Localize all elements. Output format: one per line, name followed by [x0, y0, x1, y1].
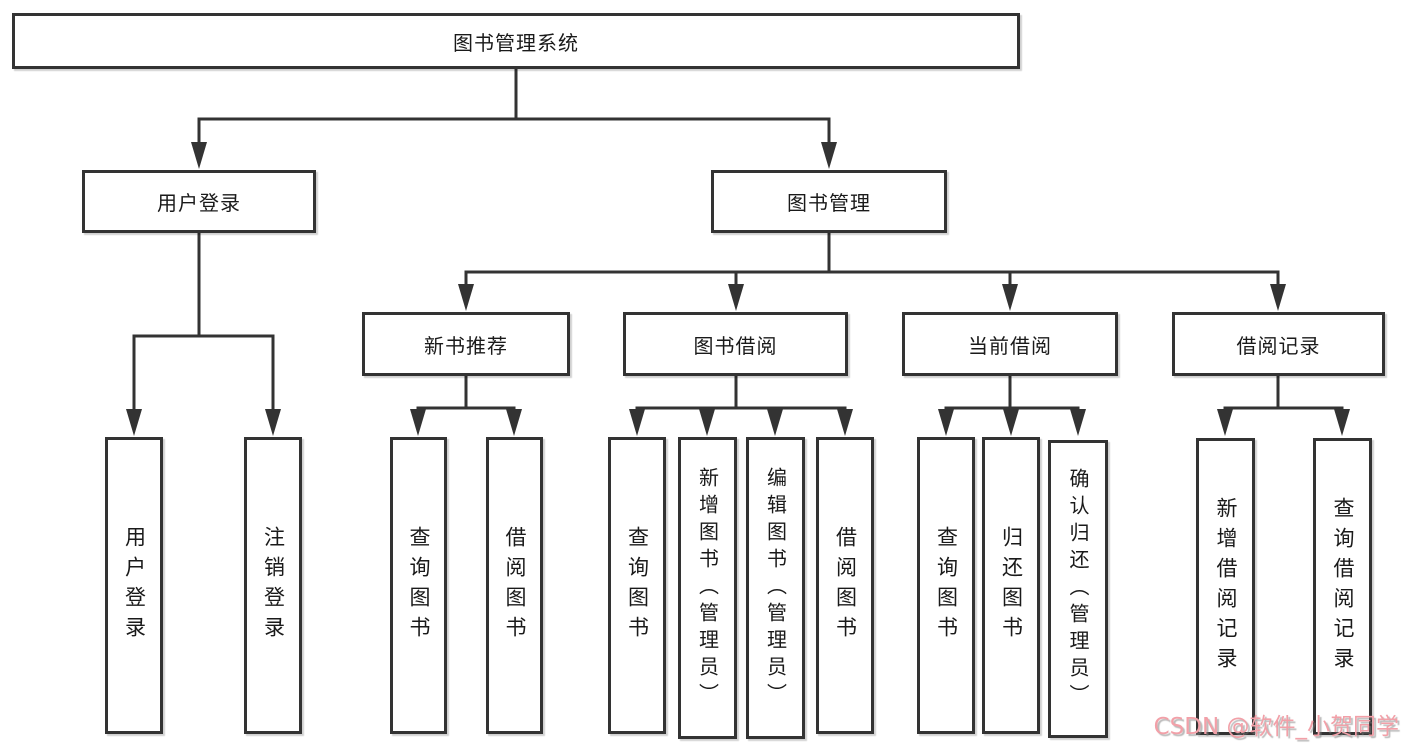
leaf-label: 借阅图书	[503, 525, 527, 646]
leaf-label: 归还图书	[999, 525, 1024, 646]
node-label: 图书管理系统	[453, 30, 579, 55]
node-user-login: 用户登录	[82, 170, 316, 233]
node-label: 新书推荐	[424, 333, 508, 358]
node-book-borrowing: 图书借阅	[623, 312, 848, 376]
leaf-query-books-borrow: 查询图书	[608, 437, 666, 734]
leaf-label: 查询借阅记录	[1331, 496, 1355, 677]
csdn-watermark: CSDN @软件_小贺同学	[1153, 714, 1399, 740]
node-label: 图书管理	[787, 191, 871, 215]
leaf-borrow-books: 借阅图书	[816, 437, 874, 734]
leaf-query-borrow-record: 查询借阅记录	[1313, 438, 1372, 735]
leaf-borrow-books-recommend: 借阅图书	[486, 437, 543, 734]
leaf-label: 查询图书	[407, 525, 431, 646]
leaf-query-books-recommend: 查询图书	[390, 437, 447, 734]
arrowheads	[126, 142, 1350, 436]
node-library-management-system: 图书管理系统	[12, 13, 1020, 69]
leaf-label: 注销登录	[261, 525, 286, 646]
leaf-label: 确认归还（管理员）	[1066, 467, 1090, 711]
leaf-edit-books-admin: 编辑图书（管理员）	[746, 437, 805, 739]
node-borrowing-records: 借阅记录	[1172, 312, 1385, 376]
node-label: 借阅记录	[1236, 333, 1321, 358]
leaf-logout: 注销登录	[244, 437, 302, 734]
node-book-management: 图书管理	[711, 170, 947, 233]
leaf-label: 用户登录	[122, 525, 147, 646]
leaf-user-login: 用户登录	[105, 437, 163, 734]
leaf-query-books-current: 查询图书	[917, 437, 975, 734]
leaf-label: 编辑图书（管理员）	[763, 466, 788, 710]
node-current-borrowing: 当前借阅	[902, 312, 1118, 376]
leaf-label: 新增借阅记录	[1214, 496, 1238, 677]
leaf-add-books-admin: 新增图书（管理员）	[678, 437, 737, 739]
leaf-label: 查询图书	[625, 525, 650, 646]
leaf-confirm-return-admin: 确认归还（管理员）	[1048, 440, 1108, 738]
leaf-return-books: 归还图书	[982, 437, 1040, 734]
leaf-label: 新增图书（管理员）	[695, 466, 720, 710]
leaf-label: 查询图书	[934, 525, 959, 646]
node-label: 当前借阅	[968, 333, 1052, 358]
leaf-label: 借阅图书	[833, 525, 858, 646]
leaf-add-borrow-record: 新增借阅记录	[1196, 438, 1255, 735]
node-label: 图书借阅	[693, 333, 778, 358]
node-label: 用户登录	[157, 191, 241, 215]
node-new-book-recommendation: 新书推荐	[362, 312, 570, 376]
